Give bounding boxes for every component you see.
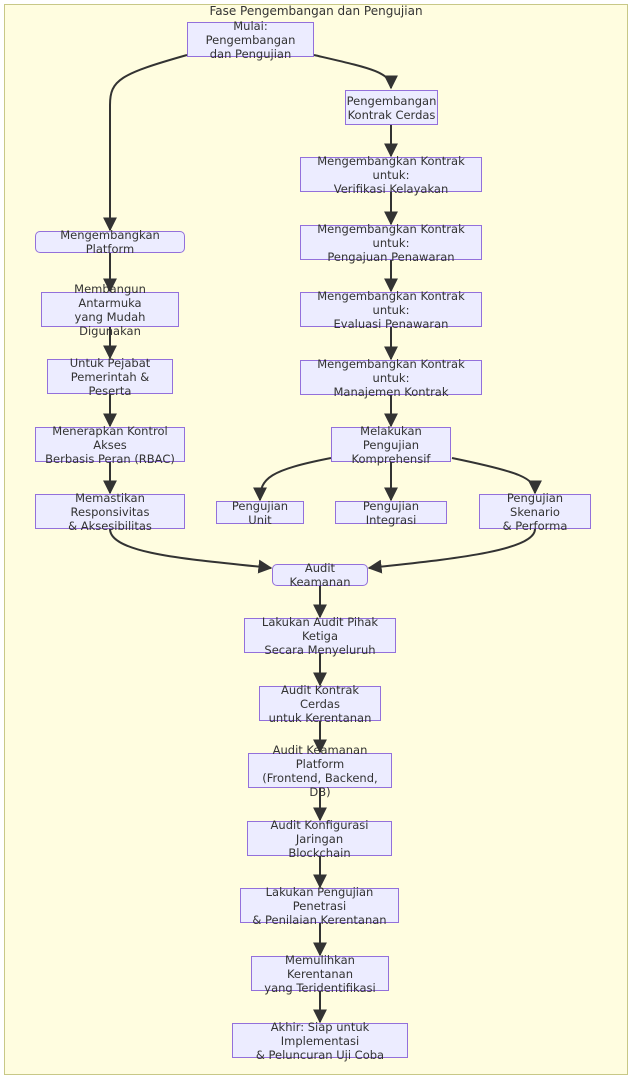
node-platform-dev: Mengembangkan Platform — [35, 228, 185, 256]
node-unit-testing: Pengujian Unit — [216, 499, 304, 527]
edge-start-platform — [103, 54, 188, 232]
node-rbac: Menerapkan Kontrol Akses Berbasis Peran … — [35, 424, 185, 466]
node-remediate: Memulihkan Kerentanan yang Teridentifika… — [251, 953, 389, 995]
node-smart-contract-dev: Pengembangan Kontrak Cerdas — [345, 90, 438, 125]
node-build-ui: Membangun Antarmuka yang Mudah Digunakan — [41, 282, 179, 338]
edge-testing-scenario — [451, 457, 542, 495]
edge-start-scdev — [313, 54, 398, 90]
edge-testing-unit — [253, 457, 332, 502]
node-third-party-audit: Lakukan Audit Pihak Ketiga Secara Menyel… — [244, 615, 396, 657]
node-scenario-testing: Pengujian Skenario & Performa — [479, 491, 591, 533]
node-for-officials: Untuk Pejabat Pemerintah & Peserta — [47, 356, 173, 398]
node-network-config-audit: Audit Konfigurasi Jaringan Blockchain — [247, 818, 392, 860]
node-platform-security-audit: Audit Keamanan Platform (Frontend, Backe… — [248, 743, 392, 799]
node-contract-bid-evaluation: Mengembangkan Kontrak untuk: Evaluasi Pe… — [300, 289, 482, 331]
node-contract-eligibility: Mengembangkan Kontrak untuk: Verifikasi … — [300, 154, 482, 196]
edge-responsive-audit — [109, 528, 273, 574]
node-contract-bid-submission: Mengembangkan Kontrak untuk: Pengajuan P… — [300, 222, 482, 264]
node-integration-testing: Pengujian Integrasi — [335, 499, 447, 527]
subgraph-title: Fase Pengembangan dan Pengujian — [209, 4, 423, 18]
node-responsive: Memastikan Responsivitas & Aksesibilitas — [35, 491, 185, 533]
node-penetration-testing: Lakukan Pengujian Penetrasi & Penilaian … — [240, 885, 399, 927]
node-end: Akhir: Siap untuk Implementasi & Peluncu… — [232, 1020, 408, 1062]
node-start: Mulai: Pengembangan dan Pengujian — [187, 19, 314, 61]
node-security-audit: Audit Keamanan — [272, 561, 368, 589]
node-contract-management: Mengembangkan Kontrak untuk: Manajemen K… — [300, 357, 482, 399]
node-comprehensive-testing: Melakukan Pengujian Komprehensif — [331, 424, 451, 466]
node-smart-contract-audit: Audit Kontrak Cerdas untuk Kerentanan — [259, 683, 381, 725]
edge-scenario-audit — [367, 528, 536, 574]
